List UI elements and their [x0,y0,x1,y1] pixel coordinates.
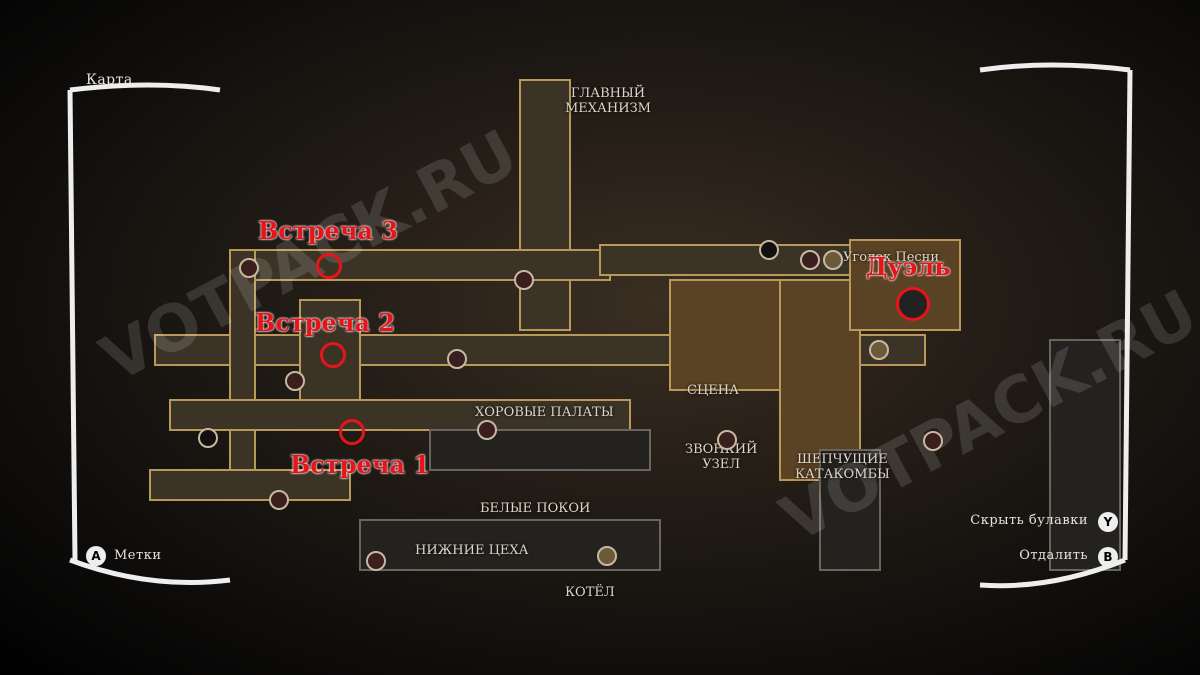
hide-pins-label[interactable]: Скрыть булавки [970,513,1088,528]
vendor-pin-icon[interactable] [597,546,617,566]
area-label: узел [702,457,741,472]
bench-pin-icon[interactable] [269,490,289,510]
marker-ring-1 [339,419,365,445]
bench-pin-icon[interactable] [800,250,820,270]
bench-pin-icon[interactable] [239,258,259,278]
area-label: Главный [570,86,646,101]
annotation-meet-1: Встреча 1 [290,450,430,479]
area-label: Шепчущие [797,452,888,467]
stagecoach-pin-icon[interactable] [759,240,779,260]
annotation-duel: Дуэль [866,252,951,281]
marks-button-icon[interactable]: A [86,546,106,566]
area-stage[interactable]: Сцена [687,383,739,398]
stagecoach-pin-icon[interactable] [198,428,218,448]
area-label: Звонкий [685,442,758,457]
area-label: катакомбы [795,467,890,482]
area-main-mechanism[interactable]: Главныймеханизм [565,86,651,116]
marker-ring-3 [316,253,342,279]
bench-pin-icon[interactable] [366,551,386,571]
annotation-meet-3: Встреча 3 [258,216,398,245]
bench-pin-icon[interactable] [514,270,534,290]
bench-pin-icon[interactable] [923,431,943,451]
bench-pin-icon[interactable] [447,349,467,369]
page-title: Карта [86,72,133,88]
marks-label[interactable]: Метки [114,548,162,563]
map-room-shaft [519,79,571,331]
vendor-pin-icon[interactable] [869,340,889,360]
annotation-meet-2: Встреча 2 [255,308,395,337]
area-label: механизм [565,101,651,116]
bench-pin-icon[interactable] [285,371,305,391]
bench-pin-icon[interactable] [477,420,497,440]
area-whisper-catacombs[interactable]: Шепчущиекатакомбы [795,452,890,482]
hide-pins-button-icon[interactable]: Y [1098,512,1118,532]
duel-boss-icon[interactable] [896,287,930,321]
area-choir-chambers[interactable]: Хоровые палаты [475,405,614,420]
marker-ring-2 [320,342,346,368]
area-white-chambers[interactable]: Белые покои [480,501,591,516]
area-song-corner[interactable]: Уголок Песни [843,250,940,265]
zoom-out-button-icon[interactable]: B [1098,547,1118,567]
bench-pin-icon[interactable] [717,430,737,450]
zoom-out-label[interactable]: Отдалить [1019,548,1088,563]
area-cauldron[interactable]: Котёл [565,585,615,600]
area-bell-node[interactable]: Звонкийузел [685,442,757,472]
vendor-pin-icon[interactable] [823,250,843,270]
area-lower-workshops[interactable]: Нижние цеха [415,543,529,558]
ornate-frame [67,62,1133,589]
